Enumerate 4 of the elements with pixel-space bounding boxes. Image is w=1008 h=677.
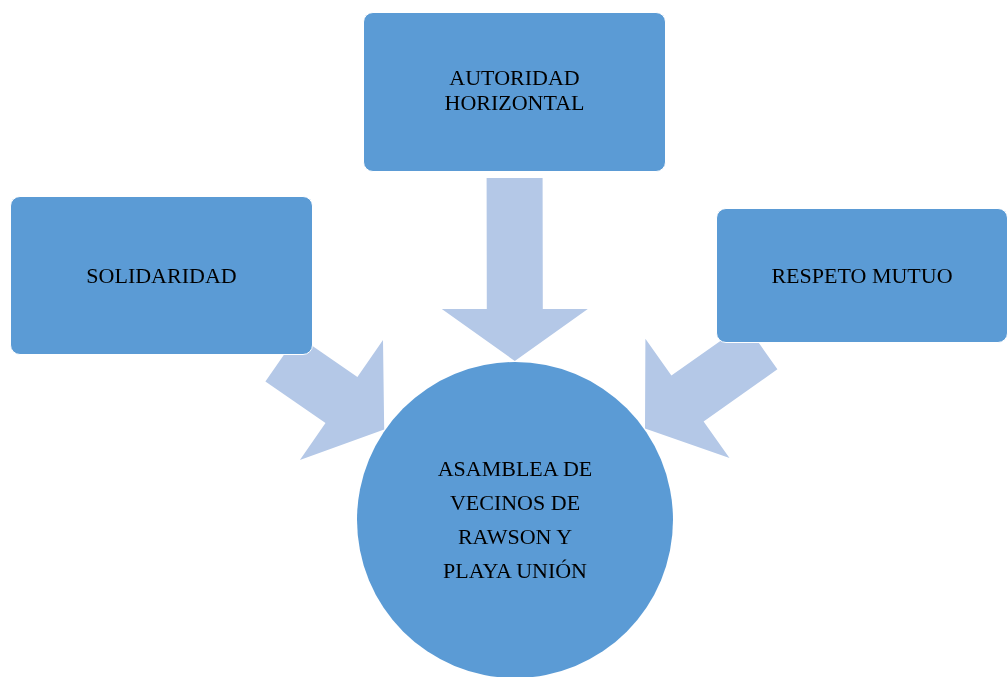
block-arrow <box>441 178 588 361</box>
rounded-box: RESPETO MUTUO <box>716 208 1008 343</box>
rounded-box: AUTORIDAD HORIZONTAL <box>363 12 666 172</box>
rounded-box: SOLIDARIDAD <box>10 196 313 355</box>
